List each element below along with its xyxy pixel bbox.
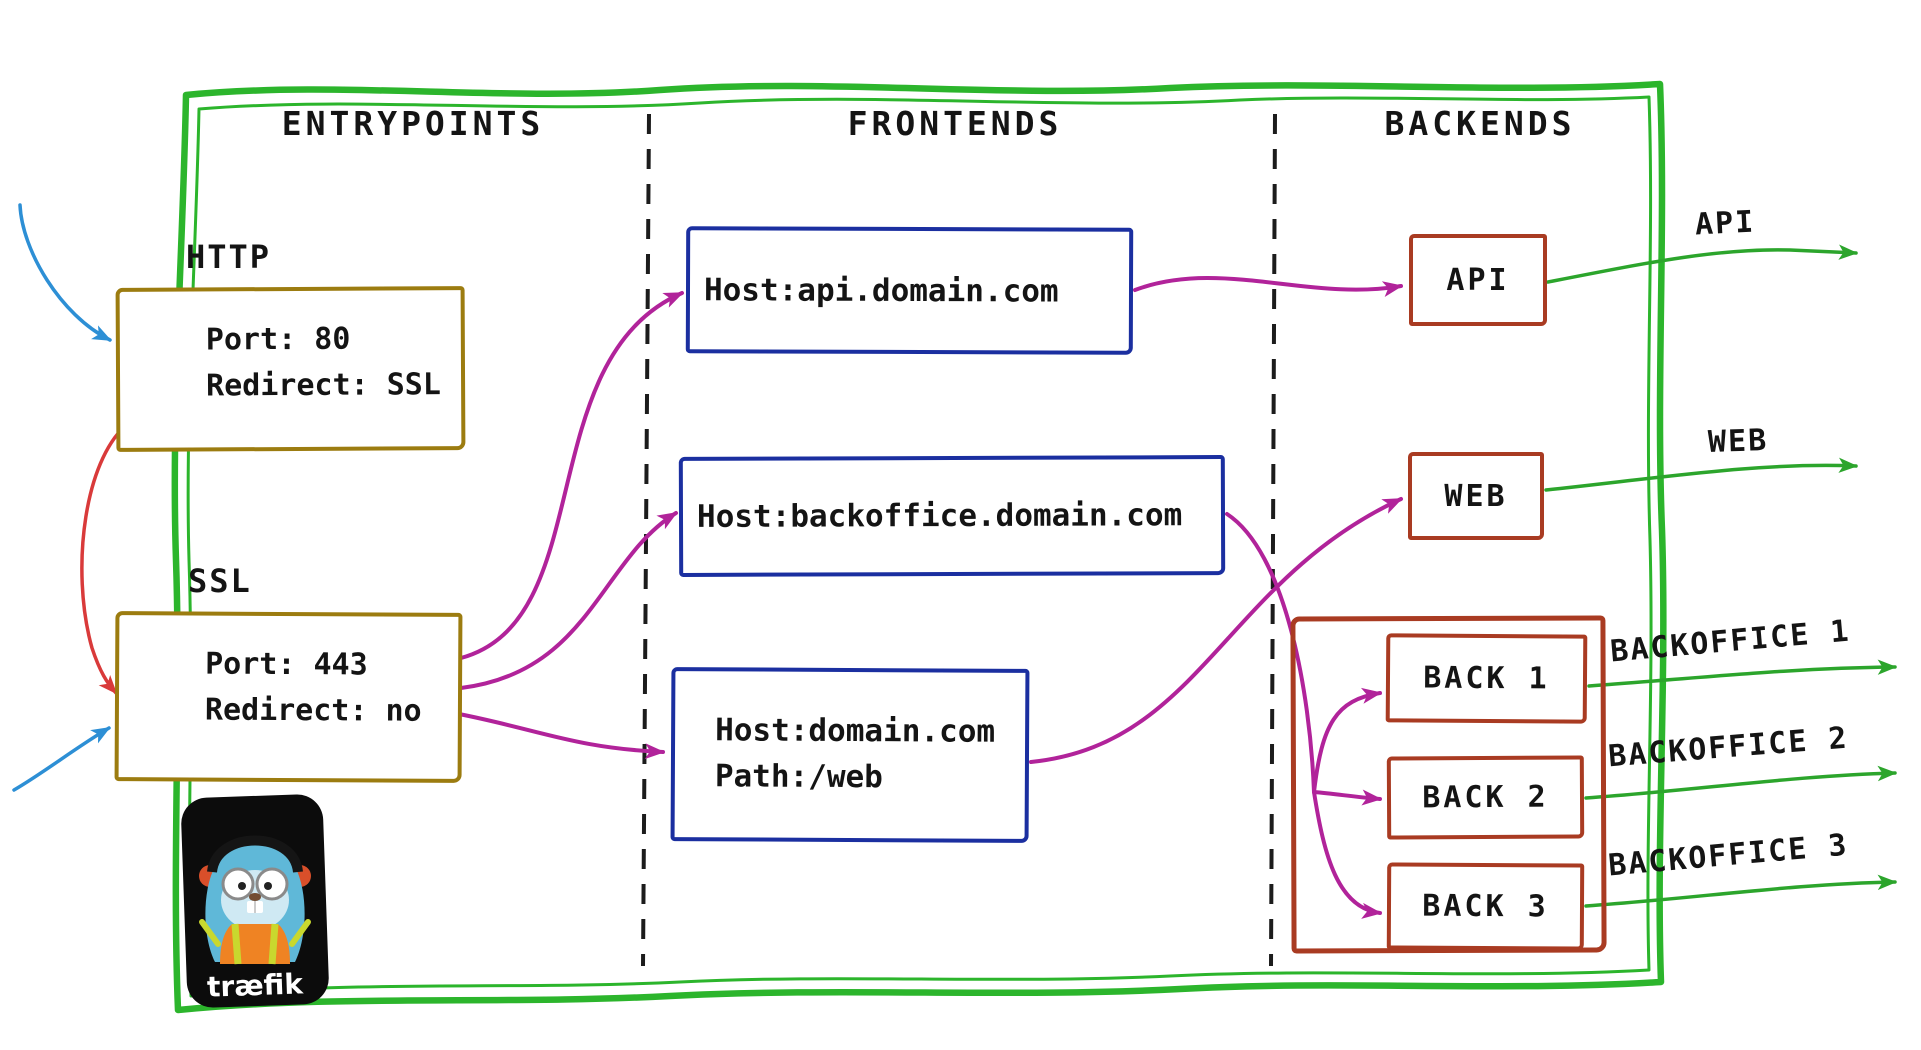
gopher-arm-right bbox=[289, 919, 311, 947]
exit-web-label: WEB bbox=[1707, 422, 1769, 461]
http-redirect-text: Redirect: SSL bbox=[205, 367, 441, 404]
backend-back1-label: BACK 1 bbox=[1423, 660, 1550, 697]
http-port-text: Port: 80 bbox=[205, 321, 351, 358]
arrow-http-redirect-to-ssl bbox=[80, 418, 135, 695]
http-entrypoint-label: HTTP bbox=[186, 238, 272, 276]
backend-web-box: WEB bbox=[1408, 452, 1544, 540]
entrypoint-ssl-box: Port: 443 Redirect: no bbox=[114, 611, 463, 783]
arrow-branch-to-back1 bbox=[1312, 687, 1382, 794]
backend-web-label: WEB bbox=[1444, 478, 1508, 514]
traefik-mascot-art bbox=[181, 794, 329, 1008]
arrow-out-backoffice1 bbox=[1587, 659, 1897, 688]
outer-border bbox=[171, 80, 1667, 1014]
ssl-port-text: Port: 443 bbox=[205, 646, 368, 683]
headphone-band-icon bbox=[207, 835, 303, 874]
arrow-frontend-web-to-backend-web bbox=[1029, 497, 1403, 764]
arrow-branch-to-back2 bbox=[1312, 789, 1382, 806]
column-header-entrypoints: ENTRYPOINTS bbox=[281, 104, 545, 143]
arrow-frontend-backoffice-stem bbox=[1225, 512, 1316, 794]
frontend-web-path-rule: Path:/web bbox=[714, 758, 883, 796]
arrow-frontend-api-to-backend-api bbox=[1133, 276, 1403, 297]
arrow-out-api bbox=[1546, 244, 1858, 284]
arrow-incoming-ssl bbox=[12, 726, 111, 792]
entrypoint-http-box: Port: 80 Redirect: SSL bbox=[115, 286, 466, 452]
exit-api-label: API bbox=[1694, 204, 1757, 243]
frontend-web-box: Host:domain.com Path:/web bbox=[670, 667, 1030, 843]
arrow-out-web bbox=[1544, 457, 1858, 492]
backend-api-label: API bbox=[1446, 262, 1510, 298]
frontend-web-host-rule: Host:domain.com bbox=[715, 712, 996, 750]
arrow-branch-to-back3 bbox=[1312, 790, 1382, 919]
backend-api-box: API bbox=[1409, 234, 1547, 326]
frontend-api-rule: Host:api.domain.com bbox=[703, 271, 1059, 310]
gopher-arm-left bbox=[199, 919, 221, 947]
arrow-ssl-to-frontend-backoffice bbox=[459, 511, 678, 690]
gopher-eye-left bbox=[221, 867, 255, 901]
ssl-entrypoint-label: SSL bbox=[188, 562, 252, 600]
column-header-backends: BACKENDS bbox=[1384, 104, 1576, 143]
backend-back2-label: BACK 2 bbox=[1422, 779, 1549, 816]
vest-stripe-right bbox=[268, 923, 279, 965]
arrow-ssl-to-frontend-web bbox=[457, 712, 665, 760]
backend-back3-box: BACK 3 bbox=[1386, 862, 1585, 951]
frontend-api-box: Host:api.domain.com bbox=[685, 226, 1134, 355]
arrow-ssl-to-frontend-api bbox=[459, 291, 684, 660]
safety-vest bbox=[220, 924, 290, 964]
backend-back1-box: BACK 1 bbox=[1385, 633, 1588, 724]
backend-back2-box: BACK 2 bbox=[1386, 755, 1585, 840]
gopher-nose bbox=[249, 893, 261, 901]
arrow-out-backoffice3 bbox=[1584, 874, 1897, 908]
gopher-pupil-right bbox=[264, 882, 272, 890]
backend-back3-label: BACK 3 bbox=[1422, 888, 1549, 925]
arrow-out-backoffice2 bbox=[1584, 765, 1897, 800]
divider-frontends-backends bbox=[1269, 113, 1277, 967]
traefik-logo: træfik bbox=[180, 792, 330, 1010]
arrow-incoming-http bbox=[18, 203, 112, 342]
vest-stripe-left bbox=[231, 923, 242, 965]
gopher-pupil-left bbox=[238, 882, 246, 890]
gopher-eye-right bbox=[255, 867, 289, 901]
frontend-backoffice-rule: Host:backoffice.domain.com bbox=[696, 497, 1183, 535]
frontend-backoffice-box: Host:backoffice.domain.com bbox=[678, 455, 1226, 577]
ssl-redirect-text: Redirect: no bbox=[204, 692, 422, 729]
traefik-wordmark: træfik bbox=[206, 967, 304, 1004]
column-header-frontends: FRONTENDS bbox=[847, 104, 1063, 143]
